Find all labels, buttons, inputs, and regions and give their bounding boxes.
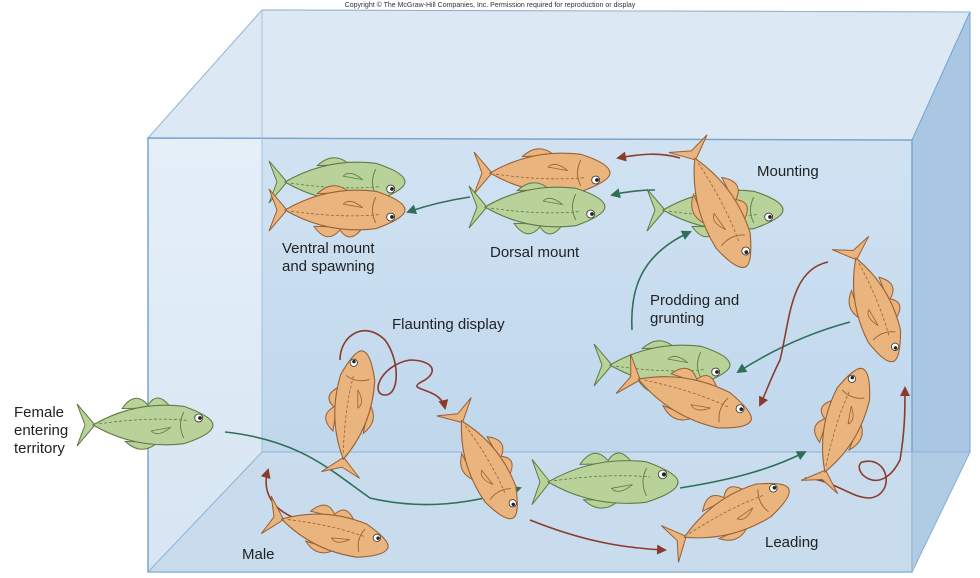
tank-top [148,10,970,140]
label-flaunting-display: Flaunting display [392,316,505,334]
label-female-entering-territory: Female entering territory [14,404,68,458]
label-ventral-mount-and-spawning: Ventral mount and spawning [282,240,375,276]
label-male: Male [242,546,275,564]
label-leading: Leading [765,534,818,552]
copyright-notice: Copyright © The McGraw-Hill Companies, I… [0,2,980,9]
label-mounting: Mounting [757,163,819,181]
label-prodding-and-grunting: Prodding and grunting [650,292,739,328]
label-dorsal-mount: Dorsal mount [490,244,579,262]
